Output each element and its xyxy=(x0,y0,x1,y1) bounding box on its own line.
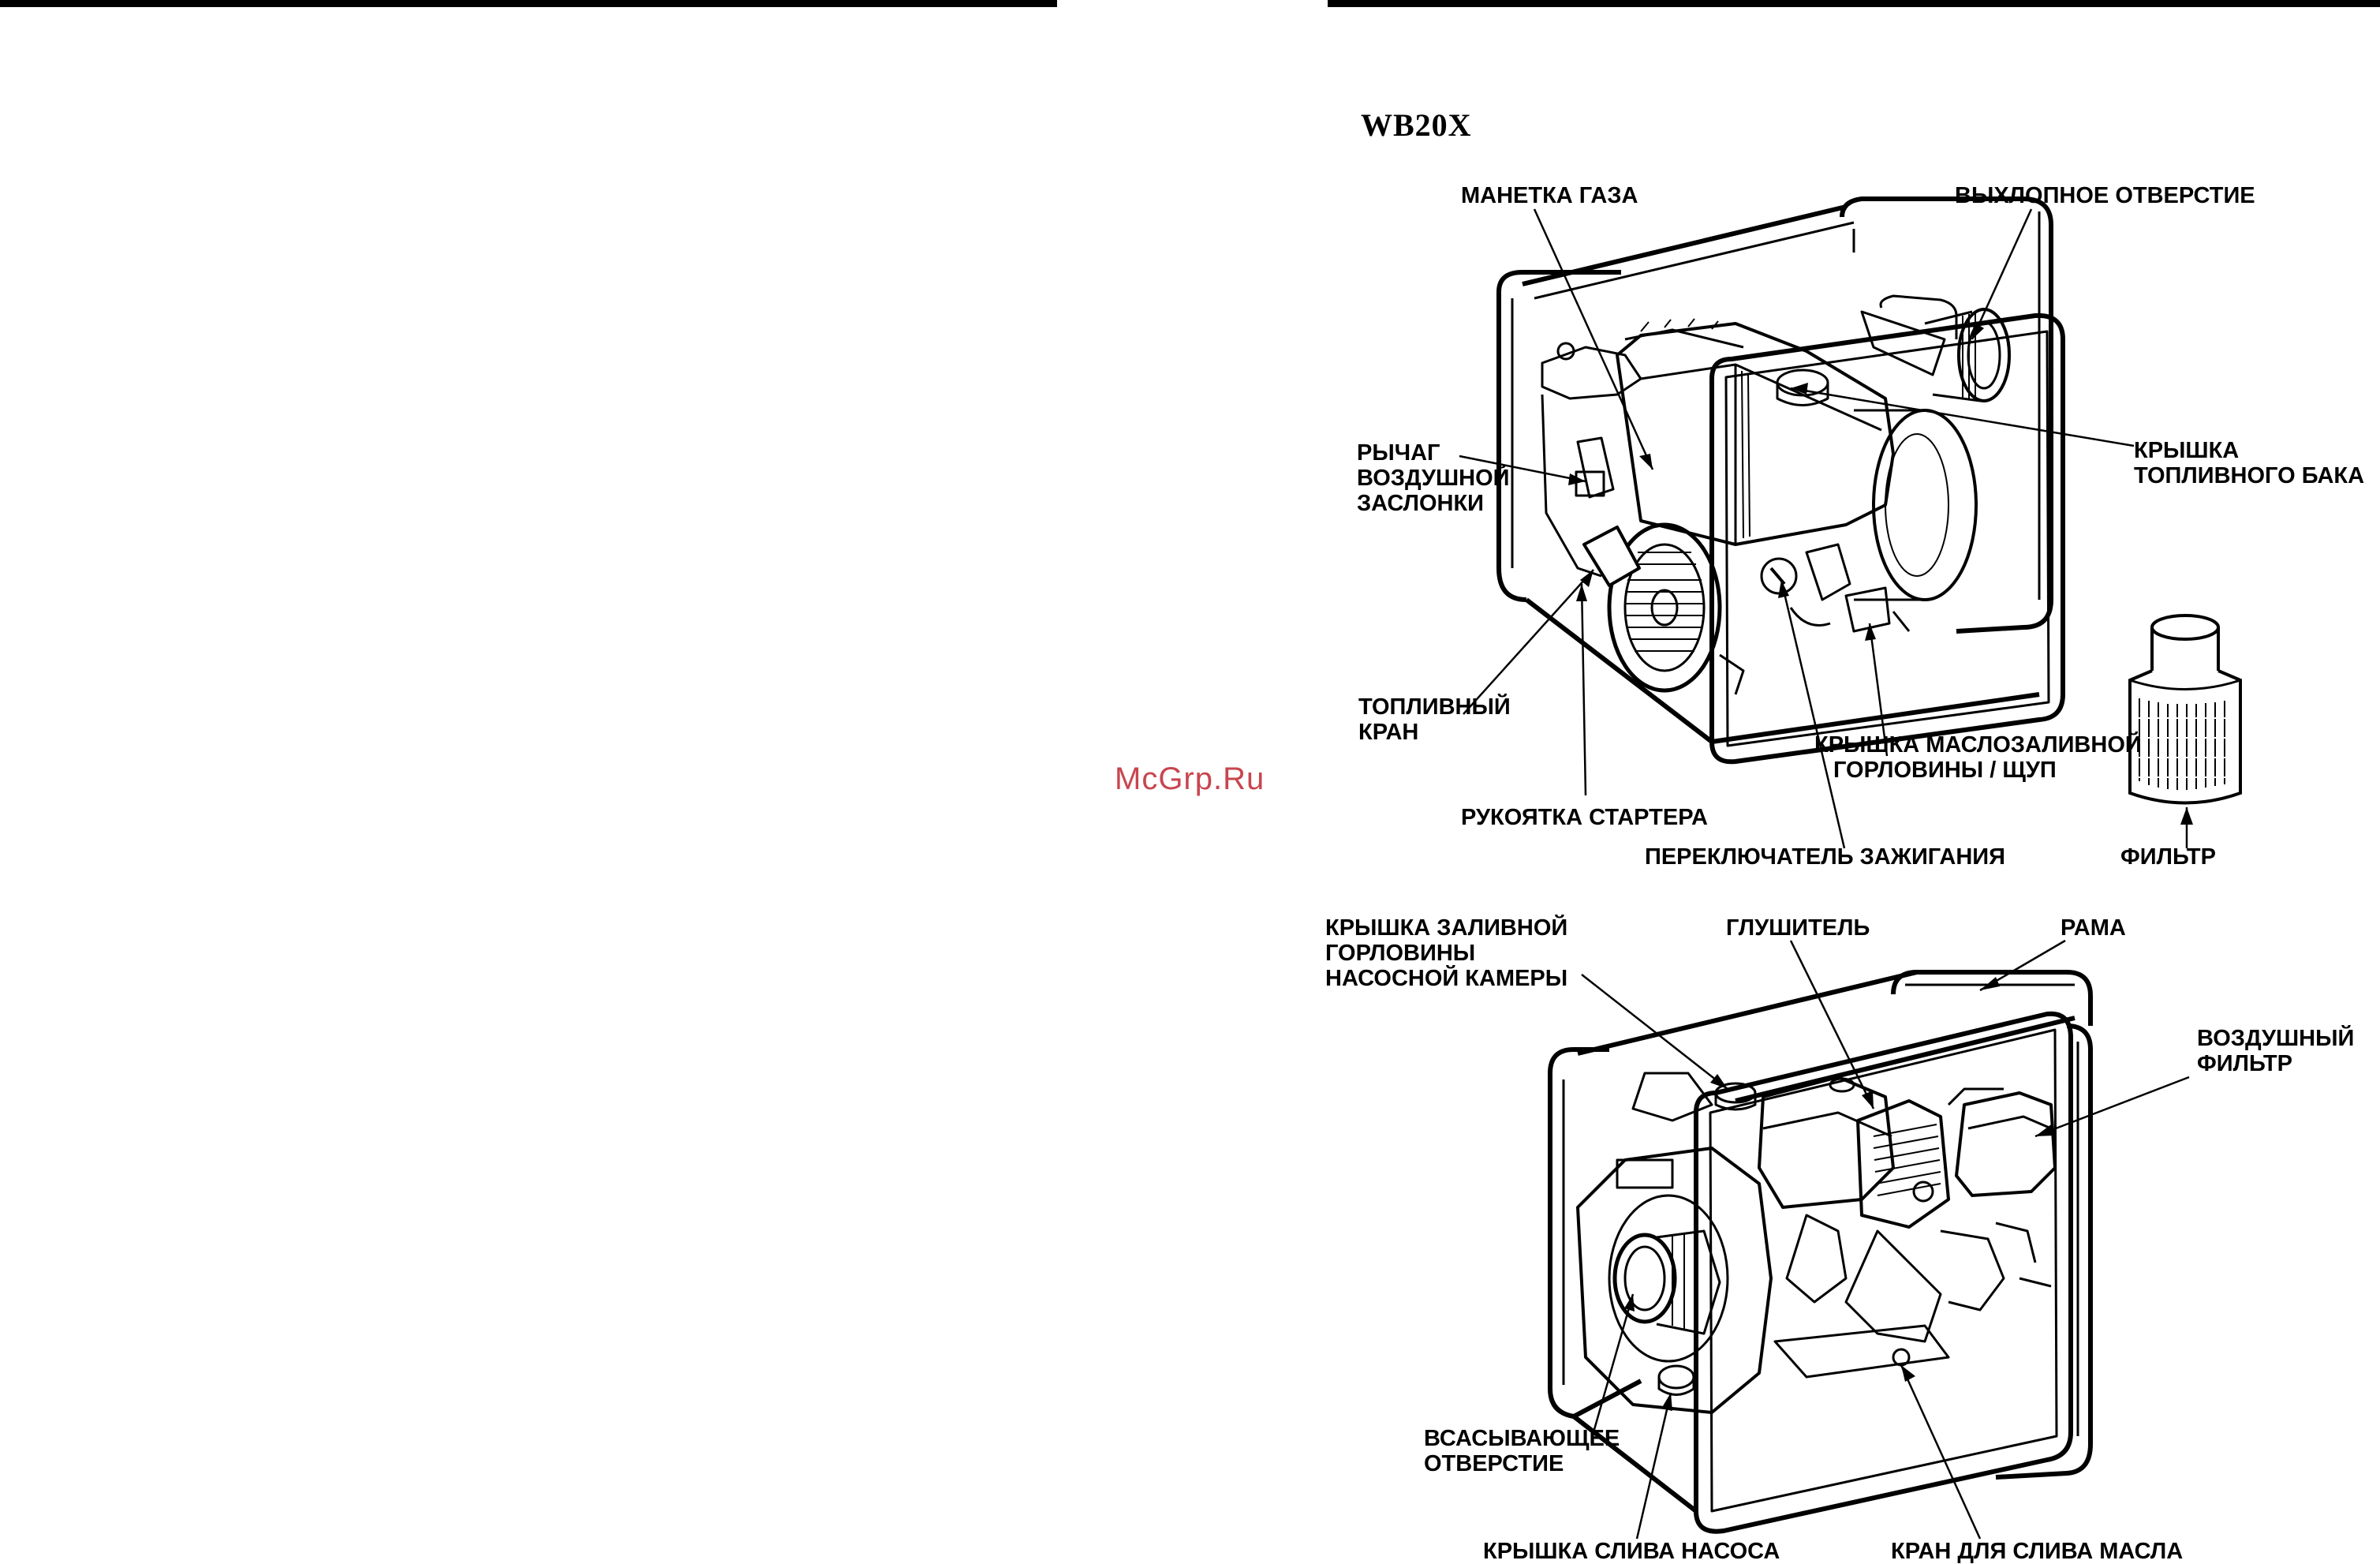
label-frame: РАМА xyxy=(2061,915,2126,941)
label-air-cleaner: ВОЗДУШНЫЙ ФИЛЬТР xyxy=(2197,1026,2355,1076)
top-rule-right xyxy=(1328,0,2380,7)
label-choke-lever: РЫЧАГ ВОЗДУШНОЙ ЗАСЛОНКИ xyxy=(1357,440,1510,516)
label-muffler: ГЛУШИТЕЛЬ xyxy=(1726,915,1870,941)
strainer-filter-illustration xyxy=(2128,614,2242,805)
label-fuel-tank-cap: КРЫШКА ТОПЛИВНОГО БАКА xyxy=(2134,438,2365,488)
leader-lines-top xyxy=(1459,208,2188,849)
label-priming-cap: КРЫШКА ЗАЛИВНОЙ ГОРЛОВИНЫ НАСОСНОЙ КАМЕР… xyxy=(1325,915,1568,991)
label-oil-filler-cap: КРЫШКА МАСЛОЗАЛИВНОЙ ГОРЛОВИНЫ / ЩУП xyxy=(1814,732,2142,783)
label-strainer: ФИЛЬТР xyxy=(2120,844,2216,870)
label-suction-port: ВСАСЫВАЮЩЕЕ ОТВЕРСТИЕ xyxy=(1424,1426,1620,1476)
model-title: WB20X xyxy=(1361,107,1472,143)
leader-lines-bottom xyxy=(1581,939,2190,1540)
top-rule-left xyxy=(0,0,1057,7)
label-throttle-lever: МАНЕТКА ГАЗА xyxy=(1461,183,1638,208)
top-pump-illustration xyxy=(1496,196,2065,765)
label-oil-drain-bolt: КРАН ДЛЯ СЛИВА МАСЛА xyxy=(1891,1539,2184,1564)
label-exhaust-outlet: ВЫХЛОПНОЕ ОТВЕРСТИЕ xyxy=(1955,183,2255,208)
bottom-pump-illustration xyxy=(1548,970,2093,1534)
label-pump-drain-plug: КРЫШКА СЛИВА НАСОСА xyxy=(1483,1539,1780,1564)
label-starter-grip: РУКОЯТКА СТАРТЕРА xyxy=(1461,805,1708,830)
label-fuel-valve: ТОПЛИВНЫЙ КРАН xyxy=(1358,694,1511,745)
label-ignition-switch: ПЕРЕКЛЮЧАТЕЛЬ ЗАЖИГАНИЯ xyxy=(1645,844,2005,870)
watermark: McGrp.Ru xyxy=(1115,761,1265,796)
leader-arrowheads xyxy=(1568,322,2193,1411)
